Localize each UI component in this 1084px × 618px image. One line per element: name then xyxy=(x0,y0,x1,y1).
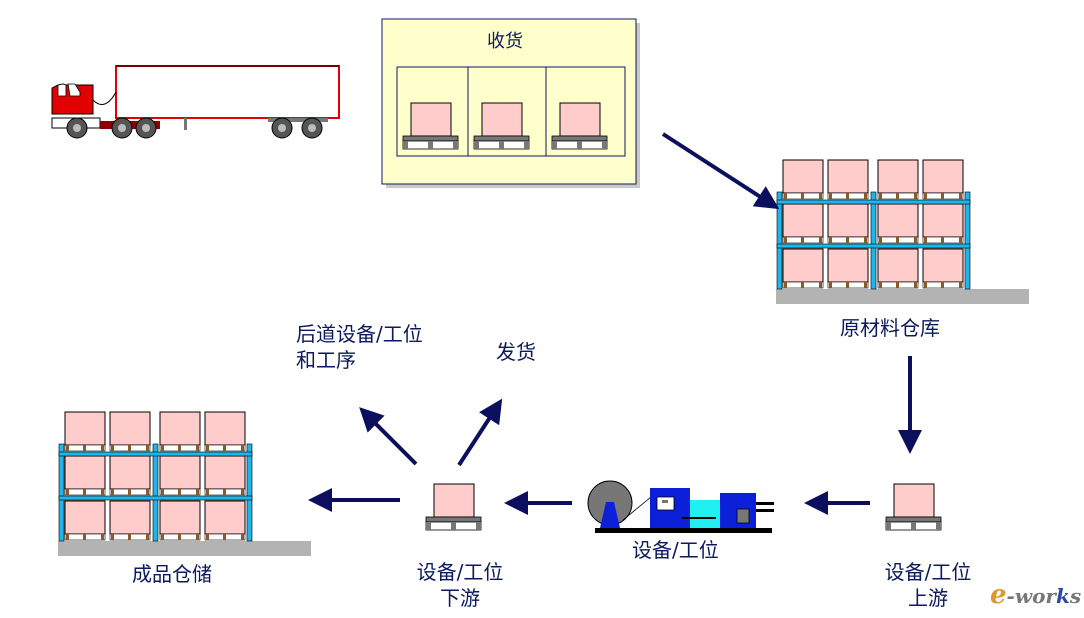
arrow-downstream-to-next xyxy=(359,407,418,466)
upstream-pallet-icon xyxy=(885,483,942,531)
raw-warehouse-rack-icon xyxy=(776,160,1029,304)
raw-warehouse-label: 原材料仓库 xyxy=(840,316,940,340)
downstream-label-line1: 设备/工位 xyxy=(416,560,504,584)
finished-warehouse-rack-icon xyxy=(58,412,311,556)
equipment-label: 设备/工位 xyxy=(632,538,719,562)
next-process-label-line2: 和工序 xyxy=(296,348,356,372)
truck-icon xyxy=(51,65,340,139)
pallet-box-icon xyxy=(551,102,608,150)
machine-icon xyxy=(587,480,774,533)
arrow-downstream-to-shipping xyxy=(457,398,503,467)
finished-warehouse-label: 成品仓储 xyxy=(132,562,212,586)
receiving-label: 收货 xyxy=(487,31,523,52)
downstream-label-line2: 下游 xyxy=(440,586,480,610)
logo-suffix: s xyxy=(1069,584,1082,608)
upstream-label-line2: 上游 xyxy=(908,586,948,610)
pallet-box-icon xyxy=(402,102,459,150)
logo-k: k xyxy=(1055,584,1070,608)
next-process-label-line1: 后道设备/工位 xyxy=(296,322,423,346)
flow-arrows xyxy=(308,132,922,515)
arrow-receiving-to-raw xyxy=(661,132,780,210)
logo-middle: -wor xyxy=(1006,584,1056,608)
downstream-pallet-icon xyxy=(425,483,482,531)
upstream-label-line1: 设备/工位 xyxy=(884,560,972,584)
pallet-box-icon xyxy=(473,102,530,150)
receiving-area xyxy=(381,18,640,188)
eworks-logo: e-works xyxy=(990,580,1081,610)
logo-e: e xyxy=(990,580,1007,610)
shipping-label: 发货 xyxy=(496,340,536,364)
